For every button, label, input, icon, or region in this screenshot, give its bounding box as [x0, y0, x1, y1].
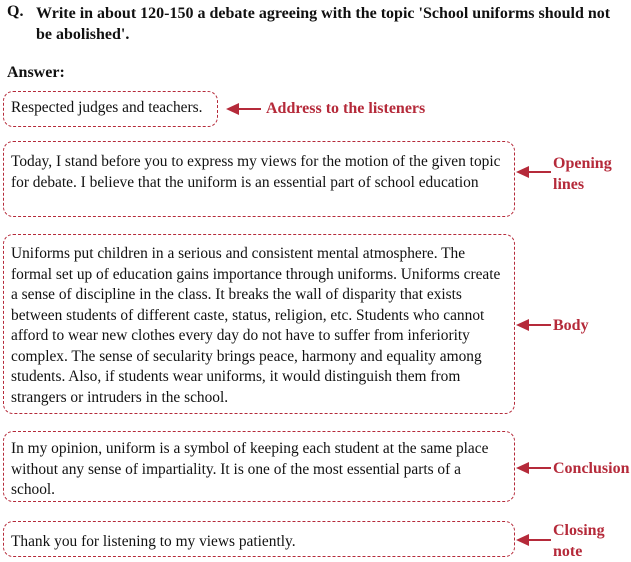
- opening-tag-line1: Opening: [553, 155, 612, 172]
- closing-box: Thank you for listening to my views pati…: [3, 521, 515, 557]
- closing-tag: Closing note: [553, 520, 605, 562]
- left-arrow-icon: [516, 166, 551, 178]
- opening-tag-line2: lines: [553, 176, 585, 193]
- address-text: Respected judges and teachers.: [11, 99, 203, 116]
- closing-tag-line1: Closing: [553, 522, 605, 539]
- opening-tag: Opening lines: [553, 153, 612, 195]
- closing-tag-line2: note: [553, 543, 583, 560]
- opening-box: Today, I stand before you to express my …: [3, 141, 515, 217]
- left-arrow-icon: [516, 534, 551, 546]
- conclusion-tag: Conclusion: [553, 460, 630, 477]
- conclusion-box: In my opinion, uniform is a symbol of ke…: [3, 431, 515, 502]
- body-tag: Body: [553, 317, 589, 334]
- body-box: Uniforms put children in a serious and c…: [3, 234, 515, 414]
- left-arrow-icon: [226, 103, 261, 115]
- question-text: Write in about 120-150 a debate agreeing…: [36, 5, 611, 43]
- closing-text: Thank you for listening to my views pati…: [11, 533, 296, 550]
- left-arrow-icon: [516, 319, 551, 331]
- address-box: Respected judges and teachers.: [3, 91, 218, 127]
- opening-text: Today, I stand before you to express my …: [11, 153, 501, 191]
- conclusion-text: In my opinion, uniform is a symbol of ke…: [11, 440, 489, 498]
- answer-label: Answer:: [7, 64, 65, 81]
- address-tag: Address to the listeners: [266, 100, 426, 117]
- body-text: Uniforms put children in a serious and c…: [11, 245, 501, 406]
- left-arrow-icon: [516, 462, 551, 474]
- question-label: Q.: [7, 3, 24, 20]
